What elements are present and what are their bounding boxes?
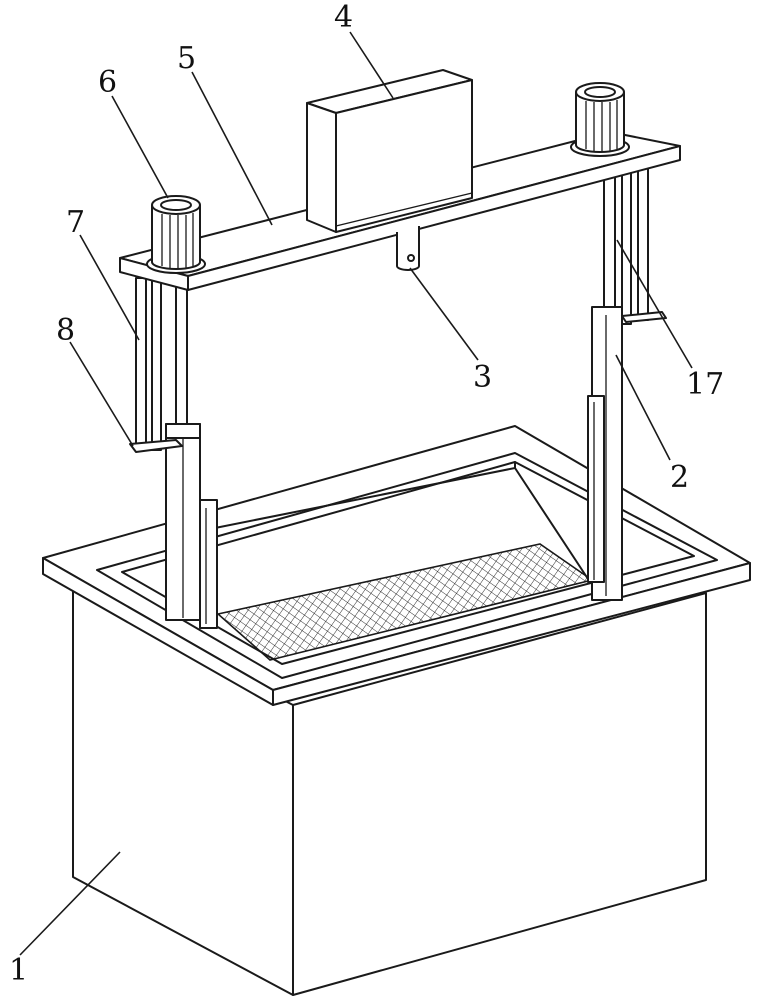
leader-17 [616,239,693,369]
left-bracket [129,439,183,453]
right-column-outer [587,395,605,583]
left-column-assembly [129,277,218,629]
label-5: 5 [177,41,196,76]
callout-labels: 1 2 3 4 5 6 7 8 17 [9,0,724,988]
leader-1 [19,851,121,956]
inner-right-corner [514,467,591,583]
crossbeam-front [187,145,681,291]
motor-box-base-line [335,192,473,227]
leader-7 [79,234,140,341]
left-guide-rod-inner [175,281,188,429]
leader-6 [111,95,169,199]
label-7: 7 [66,205,85,240]
left-guide-rod-middle [151,277,162,451]
left-guide-rod-outer [135,277,147,451]
left-column-outer [199,499,218,629]
shaft-body [396,226,420,271]
right-cylinder-body [575,92,625,153]
left-cylinder-hole [160,199,192,211]
tank-rim [42,425,751,706]
left-cylinder [146,195,206,274]
shaft-pin-icon [407,254,415,262]
right-guide-rod-middle [621,149,632,325]
label-17: 17 [686,367,724,402]
leader-3 [409,267,479,361]
right-bracket [621,311,667,323]
right-guide-rod-inner [637,149,649,321]
label-3: 3 [473,360,492,395]
tank-front-face [292,592,707,996]
leader-4 [349,31,394,99]
rim-front-edge [272,562,751,706]
label-1: 1 [9,953,28,988]
right-cylinder-hole [584,86,616,98]
leader-lines [19,31,693,956]
leader-8 [69,341,134,447]
motor-box-side [306,102,337,233]
left-cylinder-body [151,205,201,270]
label-6: 6 [98,65,117,100]
motor-box-front [335,79,473,233]
label-8: 8 [56,313,75,348]
left-bracket-clamp [165,423,201,439]
leader-2 [615,354,671,461]
right-cylinder [570,82,630,157]
hanging-shaft [396,226,420,271]
label-4: 4 [334,0,353,35]
tank-body [72,589,707,996]
label-2: 2 [670,460,689,495]
leader-5 [191,71,273,226]
